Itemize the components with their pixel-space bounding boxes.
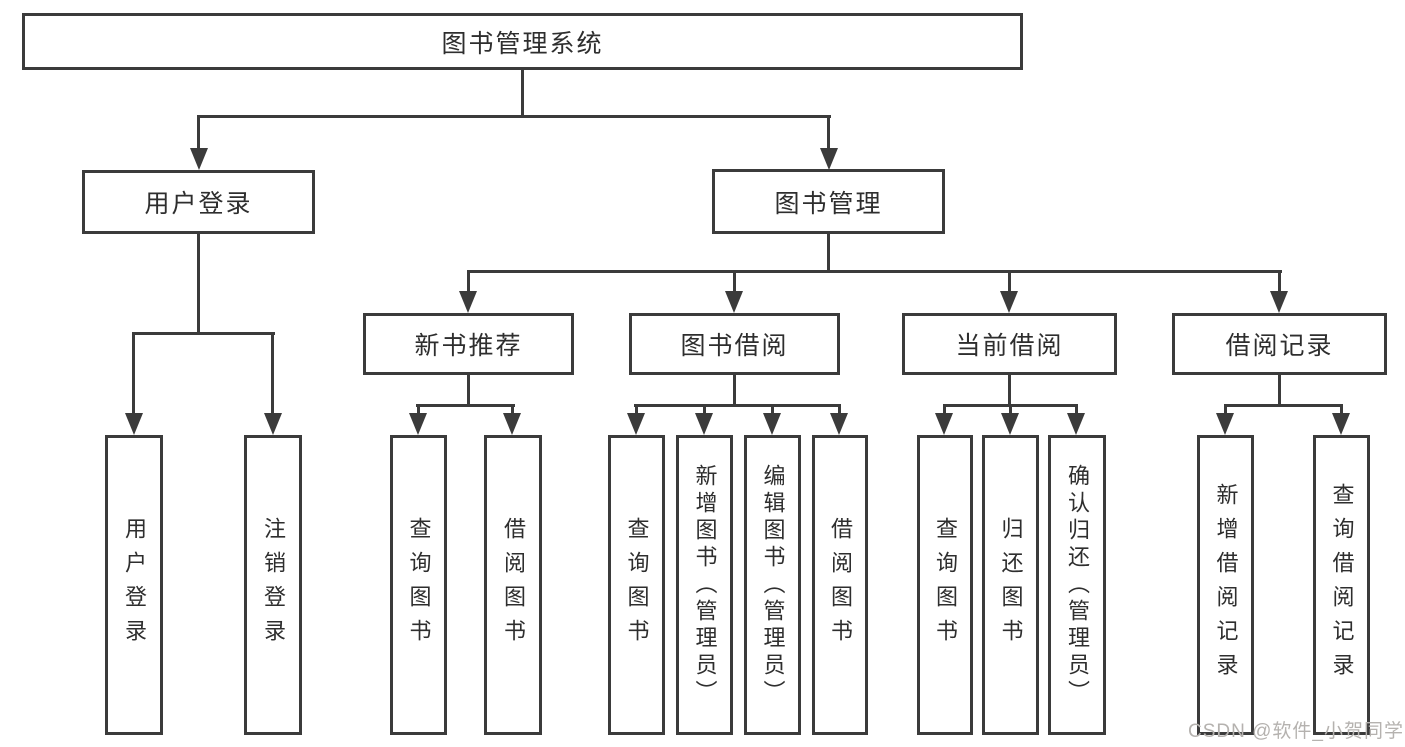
arrowhead-down-icon (725, 291, 743, 313)
connector-stem (1009, 404, 1012, 416)
arrowhead-down-icon (1270, 291, 1288, 313)
connector-stem (511, 404, 514, 416)
connector-stem (943, 404, 946, 416)
connector-stem (827, 115, 830, 150)
leaf-borrow-books: 借阅图书 (484, 435, 542, 735)
node-label: 用户登录 (144, 190, 253, 218)
connector-stem (1008, 270, 1011, 293)
connector-hline (132, 332, 275, 335)
connector-hline (1224, 404, 1343, 407)
leaf-borrow-books: 借阅图书 (812, 435, 868, 735)
node-label: 图书管理系统 (441, 29, 604, 58)
arrowhead-down-icon (264, 413, 282, 435)
connector-stem (1278, 270, 1281, 293)
connector-vline (521, 68, 524, 118)
arrowhead-down-icon (935, 413, 953, 435)
csdn-watermark: CSDN @软件_小贺同学 (1188, 721, 1404, 742)
connector-stem (733, 270, 736, 293)
connector-hline (197, 115, 831, 118)
connector-stem (132, 332, 135, 413)
node-new-book-recommendation: 新书推荐 (363, 313, 574, 375)
node-borrowing-records: 借阅记录 (1172, 313, 1387, 375)
node-library-management-system: 图书管理系统 (22, 13, 1023, 70)
node-label: 查询借阅记录 (1329, 483, 1355, 687)
node-label: 图书借阅 (680, 332, 789, 360)
arrowhead-down-icon (1001, 413, 1019, 435)
connector-stem (467, 270, 470, 293)
node-label: 查询图书 (624, 517, 650, 653)
leaf-confirm-return-admin: 确认归还（管理员） (1048, 435, 1106, 735)
connector-stem (1340, 404, 1343, 416)
arrowhead-down-icon (1216, 413, 1234, 435)
node-label: 查询图书 (406, 517, 432, 653)
node-label: 当前借阅 (955, 332, 1064, 360)
node-current-borrowing: 当前借阅 (902, 313, 1117, 375)
node-label: 借阅图书 (501, 517, 526, 653)
arrowhead-down-icon (409, 413, 427, 435)
node-label: 编辑图书（管理员） (760, 463, 786, 707)
arrowhead-down-icon (459, 291, 477, 313)
leaf-query-books: 查询图书 (390, 435, 447, 735)
node-user-login: 用户登录 (82, 170, 315, 234)
node-label: 新增图书（管理员） (692, 463, 718, 707)
arrowhead-down-icon (1067, 413, 1085, 435)
leaf-query-borrow-record: 查询借阅记录 (1313, 435, 1370, 735)
node-label: 用户登录 (122, 517, 147, 653)
connector-stem (771, 404, 774, 416)
node-book-borrowing: 图书借阅 (629, 313, 840, 375)
arrowhead-down-icon (695, 413, 713, 435)
connector-vline (827, 232, 830, 273)
connector-stem (838, 404, 841, 416)
connector-vline (197, 232, 200, 335)
leaf-logout: 注销登录 (244, 435, 302, 735)
connector-stem (271, 332, 274, 413)
connector-hline (467, 270, 1282, 273)
connector-vline (1278, 373, 1281, 407)
leaf-query-books: 查询图书 (917, 435, 973, 735)
arrowhead-down-icon (125, 413, 143, 435)
arrowhead-down-icon (1332, 413, 1350, 435)
leaf-user-login: 用户登录 (105, 435, 163, 735)
node-label: 注销登录 (261, 517, 286, 653)
arrowhead-down-icon (1000, 291, 1018, 313)
connector-stem (635, 404, 638, 416)
connector-stem (1224, 404, 1227, 416)
arrowhead-down-icon (627, 413, 645, 435)
node-label: 归还图书 (998, 517, 1024, 653)
leaf-query-books: 查询图书 (608, 435, 665, 735)
connector-stem (1075, 404, 1078, 416)
arrowhead-down-icon (820, 148, 838, 170)
arrowhead-down-icon (503, 413, 521, 435)
connector-vline (733, 373, 736, 407)
arrowhead-down-icon (190, 148, 208, 170)
arrowhead-down-icon (763, 413, 781, 435)
node-label: 查询图书 (933, 517, 958, 653)
node-label: 借阅记录 (1225, 332, 1334, 360)
connector-stem (703, 404, 706, 416)
leaf-edit-books-admin: 编辑图书（管理员） (744, 435, 801, 735)
leaf-add-books-admin: 新增图书（管理员） (676, 435, 733, 735)
connector-stem (197, 115, 200, 150)
node-label: 确认归还（管理员） (1065, 463, 1090, 707)
leaf-add-borrow-record: 新增借阅记录 (1197, 435, 1254, 735)
connector-hline (634, 404, 841, 407)
connector-hline (416, 404, 515, 407)
connector-vline (1008, 373, 1011, 407)
node-book-management: 图书管理 (712, 169, 945, 234)
connector-vline (467, 373, 470, 407)
arrowhead-down-icon (830, 413, 848, 435)
node-label: 借阅图书 (828, 517, 853, 653)
node-label: 图书管理 (774, 189, 883, 218)
node-label: 新书推荐 (414, 332, 523, 360)
node-label: 新增借阅记录 (1213, 483, 1239, 687)
leaf-return-books: 归还图书 (982, 435, 1039, 735)
connector-stem (417, 404, 420, 416)
